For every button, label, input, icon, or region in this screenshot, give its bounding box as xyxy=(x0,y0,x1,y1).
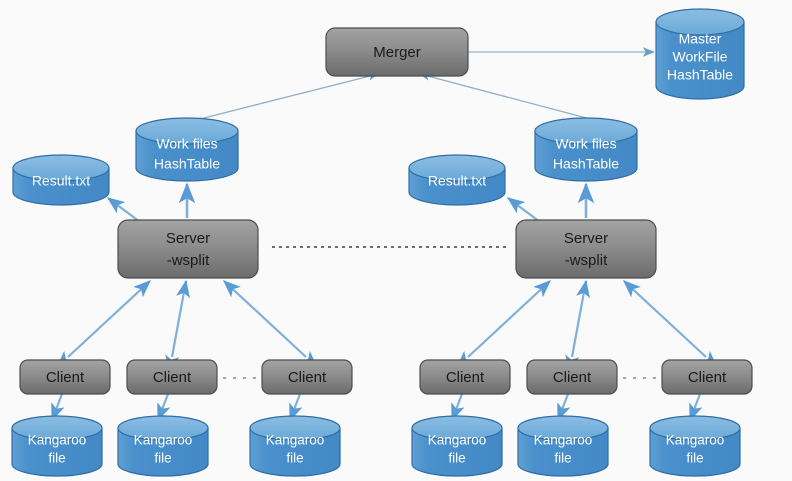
right-client-2-label: Client xyxy=(553,369,592,386)
right-store-2-body[interactable] xyxy=(517,427,609,477)
node-left-store-1[interactable]: Kangaroo file xyxy=(11,415,103,477)
right-store-2-line-1: Kangaroo xyxy=(534,433,593,448)
right-store-3-line-2: file xyxy=(686,451,703,466)
right-workfiles-line-1: Work files xyxy=(555,136,616,152)
right-result-label: Result.txt xyxy=(428,173,486,189)
edge-left-client-2-server xyxy=(165,279,190,374)
node-right-store-1[interactable]: Kangaroo file xyxy=(411,415,503,477)
left-store-3-line-1: Kangaroo xyxy=(266,433,325,448)
edge-right-client-2-server xyxy=(565,279,590,374)
left-client-1-box[interactable] xyxy=(19,359,111,395)
master-store-line-1: Master xyxy=(679,31,722,47)
node-left-store-3[interactable]: Kangaroo file xyxy=(249,415,341,477)
right-store-1-line-1: Kangaroo xyxy=(428,433,487,448)
right-server-box[interactable] xyxy=(515,219,657,279)
node-merger[interactable]: Merger xyxy=(325,27,469,77)
master-store-top xyxy=(655,8,745,36)
master-store-body[interactable] xyxy=(655,21,745,100)
right-store-2-line-2: file xyxy=(554,451,571,466)
right-store-1-body[interactable] xyxy=(411,427,503,477)
right-client-1-box[interactable] xyxy=(419,359,511,395)
left-store-2-line-1: Kangaroo xyxy=(134,433,193,448)
node-left-server[interactable]: Server -wsplit xyxy=(117,219,259,279)
left-result-top xyxy=(12,154,110,182)
left-client-2-label: Client xyxy=(153,369,192,386)
node-right-store-2[interactable]: Kangaroo file xyxy=(517,415,609,477)
right-client-3-label: Client xyxy=(688,369,727,386)
right-store-2-top xyxy=(517,415,609,441)
right-store-1-line-2: file xyxy=(448,451,465,466)
left-store-2-line-2: file xyxy=(154,451,171,466)
master-store-line-3: HashTable xyxy=(667,67,733,83)
node-left-client-1[interactable]: Client xyxy=(19,359,111,395)
left-workfiles-body[interactable] xyxy=(135,130,239,182)
left-server-line-2: -wsplit xyxy=(167,252,210,269)
node-right-store-3[interactable]: Kangaroo file xyxy=(649,415,741,477)
left-server-box[interactable] xyxy=(117,219,259,279)
right-client-2-box[interactable] xyxy=(526,359,618,395)
edge-left-workfiles-to-merger xyxy=(195,72,379,121)
merger-label: Merger xyxy=(373,44,421,61)
right-client-3-box[interactable] xyxy=(661,359,753,395)
node-right-client-2[interactable]: Client xyxy=(526,359,618,395)
left-store-3-line-2: file xyxy=(286,451,303,466)
left-client-3-label: Client xyxy=(288,369,327,386)
left-store-2-body[interactable] xyxy=(117,427,209,477)
node-master-store[interactable]: Master WorkFile HashTable xyxy=(655,8,745,100)
left-store-1-top xyxy=(11,415,103,441)
right-server-line-2: -wsplit xyxy=(565,252,608,269)
left-workfiles-top xyxy=(135,117,239,145)
edge-right-server-to-result xyxy=(506,197,541,223)
left-store-3-top xyxy=(249,415,341,441)
edge-right-client-1-server xyxy=(456,280,551,369)
edge-layer xyxy=(50,47,718,422)
node-left-result[interactable]: Result.txt xyxy=(12,154,110,206)
left-workfiles-line-1: Work files xyxy=(156,136,217,152)
left-client-ellipsis: - - - - - xyxy=(222,369,267,384)
left-client-2-box[interactable] xyxy=(126,359,218,395)
right-store-3-top xyxy=(649,415,741,441)
left-client-3-box[interactable] xyxy=(261,359,353,395)
edge-left-client-3-server xyxy=(223,280,318,369)
edge-right-workfiles-to-merger xyxy=(419,72,595,121)
node-left-client-2[interactable]: Client xyxy=(126,359,218,395)
right-server-line-1: Server xyxy=(564,230,608,247)
right-store-3-line-1: Kangaroo xyxy=(666,433,725,448)
right-result-top xyxy=(408,154,506,182)
left-store-2-top xyxy=(117,415,209,441)
right-store-1-top xyxy=(411,415,503,441)
left-store-3-body[interactable] xyxy=(249,427,341,477)
left-server-line-1: Server xyxy=(166,230,210,247)
right-store-3-body[interactable] xyxy=(649,427,741,477)
edge-left-client-1-server xyxy=(56,280,151,369)
left-store-1-body[interactable] xyxy=(11,427,103,477)
node-right-client-3[interactable]: Client xyxy=(661,359,753,395)
right-client-ellipsis: - - - - - xyxy=(622,369,667,384)
right-client-1-label: Client xyxy=(446,369,485,386)
merger-box[interactable] xyxy=(325,27,469,77)
master-store-line-2: WorkFile xyxy=(673,49,728,65)
left-client-1-label: Client xyxy=(46,369,85,386)
left-store-1-line-1: Kangaroo xyxy=(28,433,87,448)
node-right-workfiles[interactable]: Work files HashTable xyxy=(534,117,638,182)
edge-left-server-to-result xyxy=(106,197,141,223)
left-store-1-line-2: file xyxy=(48,451,65,466)
node-left-workfiles[interactable]: Work files HashTable xyxy=(135,117,239,182)
right-workfiles-line-2: HashTable xyxy=(553,156,619,172)
left-result-label: Result.txt xyxy=(32,173,90,189)
node-right-server[interactable]: Server -wsplit xyxy=(515,219,657,279)
node-right-client-1[interactable]: Client xyxy=(419,359,511,395)
right-workfiles-body[interactable] xyxy=(534,130,638,182)
node-right-result[interactable]: Result.txt xyxy=(408,154,506,206)
node-left-client-3[interactable]: Client xyxy=(261,359,353,395)
right-workfiles-top xyxy=(534,117,638,145)
edge-right-client-3-server xyxy=(623,280,718,369)
node-left-store-2[interactable]: Kangaroo file xyxy=(117,415,209,477)
left-workfiles-line-2: HashTable xyxy=(154,156,220,172)
